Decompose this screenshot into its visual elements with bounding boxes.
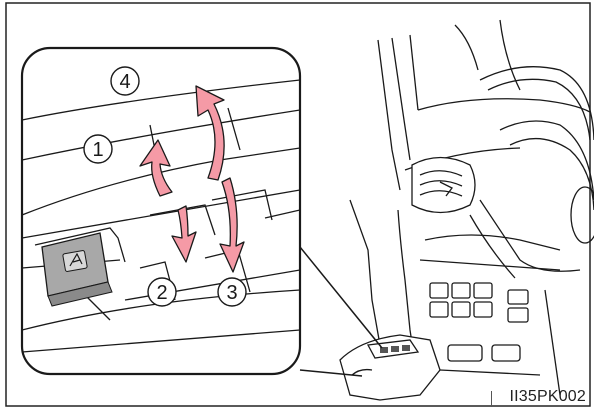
zoom-inset: 4 1 2 3 [22,48,300,374]
callout-3-label: 3 [226,282,237,304]
callout-1: 1 [84,135,112,163]
callout-4: 4 [111,67,139,95]
callout-2: 2 [148,278,176,306]
callout-2-label: 2 [156,282,167,304]
callout-3: 3 [218,278,246,306]
image-code: II35PK002 [509,388,586,406]
callout-4-label: 4 [119,71,130,93]
callout-1-label: 1 [92,139,103,161]
code-separator [491,391,492,407]
